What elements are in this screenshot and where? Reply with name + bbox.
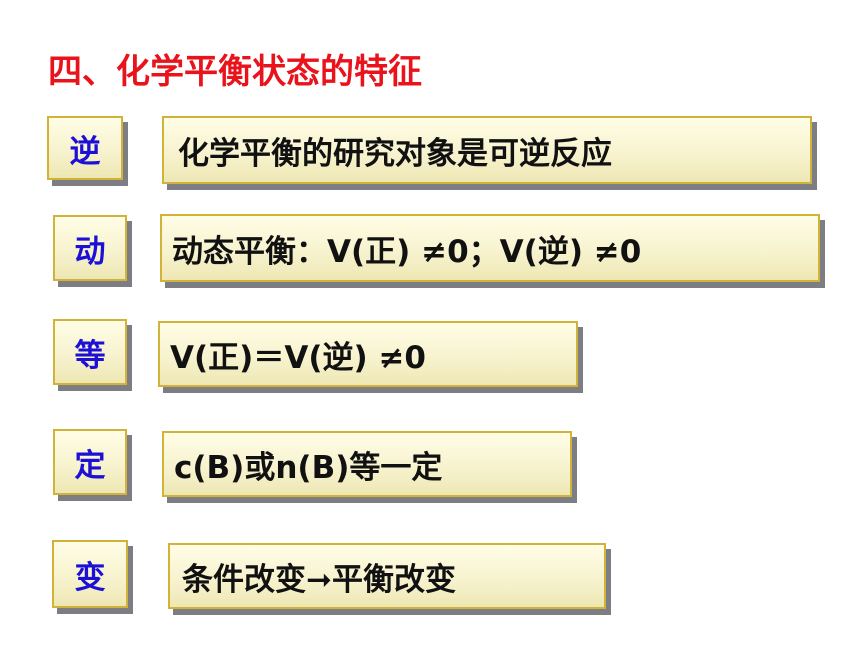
- page-title: 四、化学平衡状态的特征: [48, 52, 422, 92]
- feature-key-label: 等: [74, 337, 106, 374]
- feature-desc-change: 条件改变➞平衡改变: [168, 543, 606, 609]
- feature-desc-text: 条件改变➞平衡改变: [182, 561, 456, 598]
- feature-desc-dynamic: 动态平衡：V(正) ≠0；V(逆) ≠0: [160, 214, 820, 282]
- feature-desc-equal: V(正)＝V(逆) ≠0: [158, 321, 578, 387]
- feature-key-label: 变: [74, 559, 106, 596]
- feature-desc-text: 动态平衡：V(正) ≠0；V(逆) ≠0: [172, 233, 642, 270]
- feature-key-change: 变: [52, 540, 128, 608]
- feature-desc-reversible: 化学平衡的研究对象是可逆反应: [162, 116, 812, 184]
- feature-key-fixed: 定: [53, 429, 127, 495]
- feature-desc-text: V(正)＝V(逆) ≠0: [170, 339, 426, 376]
- feature-desc-text: c(B)或n(B)等一定: [174, 449, 443, 486]
- feature-key-equal: 等: [53, 319, 127, 385]
- feature-key-label: 动: [74, 233, 106, 270]
- feature-desc-fixed: c(B)或n(B)等一定: [162, 431, 572, 497]
- feature-key-label: 定: [74, 447, 106, 484]
- feature-key-dynamic: 动: [53, 215, 127, 281]
- feature-key-reversible: 逆: [47, 116, 123, 180]
- feature-desc-text: 化学平衡的研究对象是可逆反应: [178, 135, 612, 172]
- feature-key-label: 逆: [69, 133, 101, 170]
